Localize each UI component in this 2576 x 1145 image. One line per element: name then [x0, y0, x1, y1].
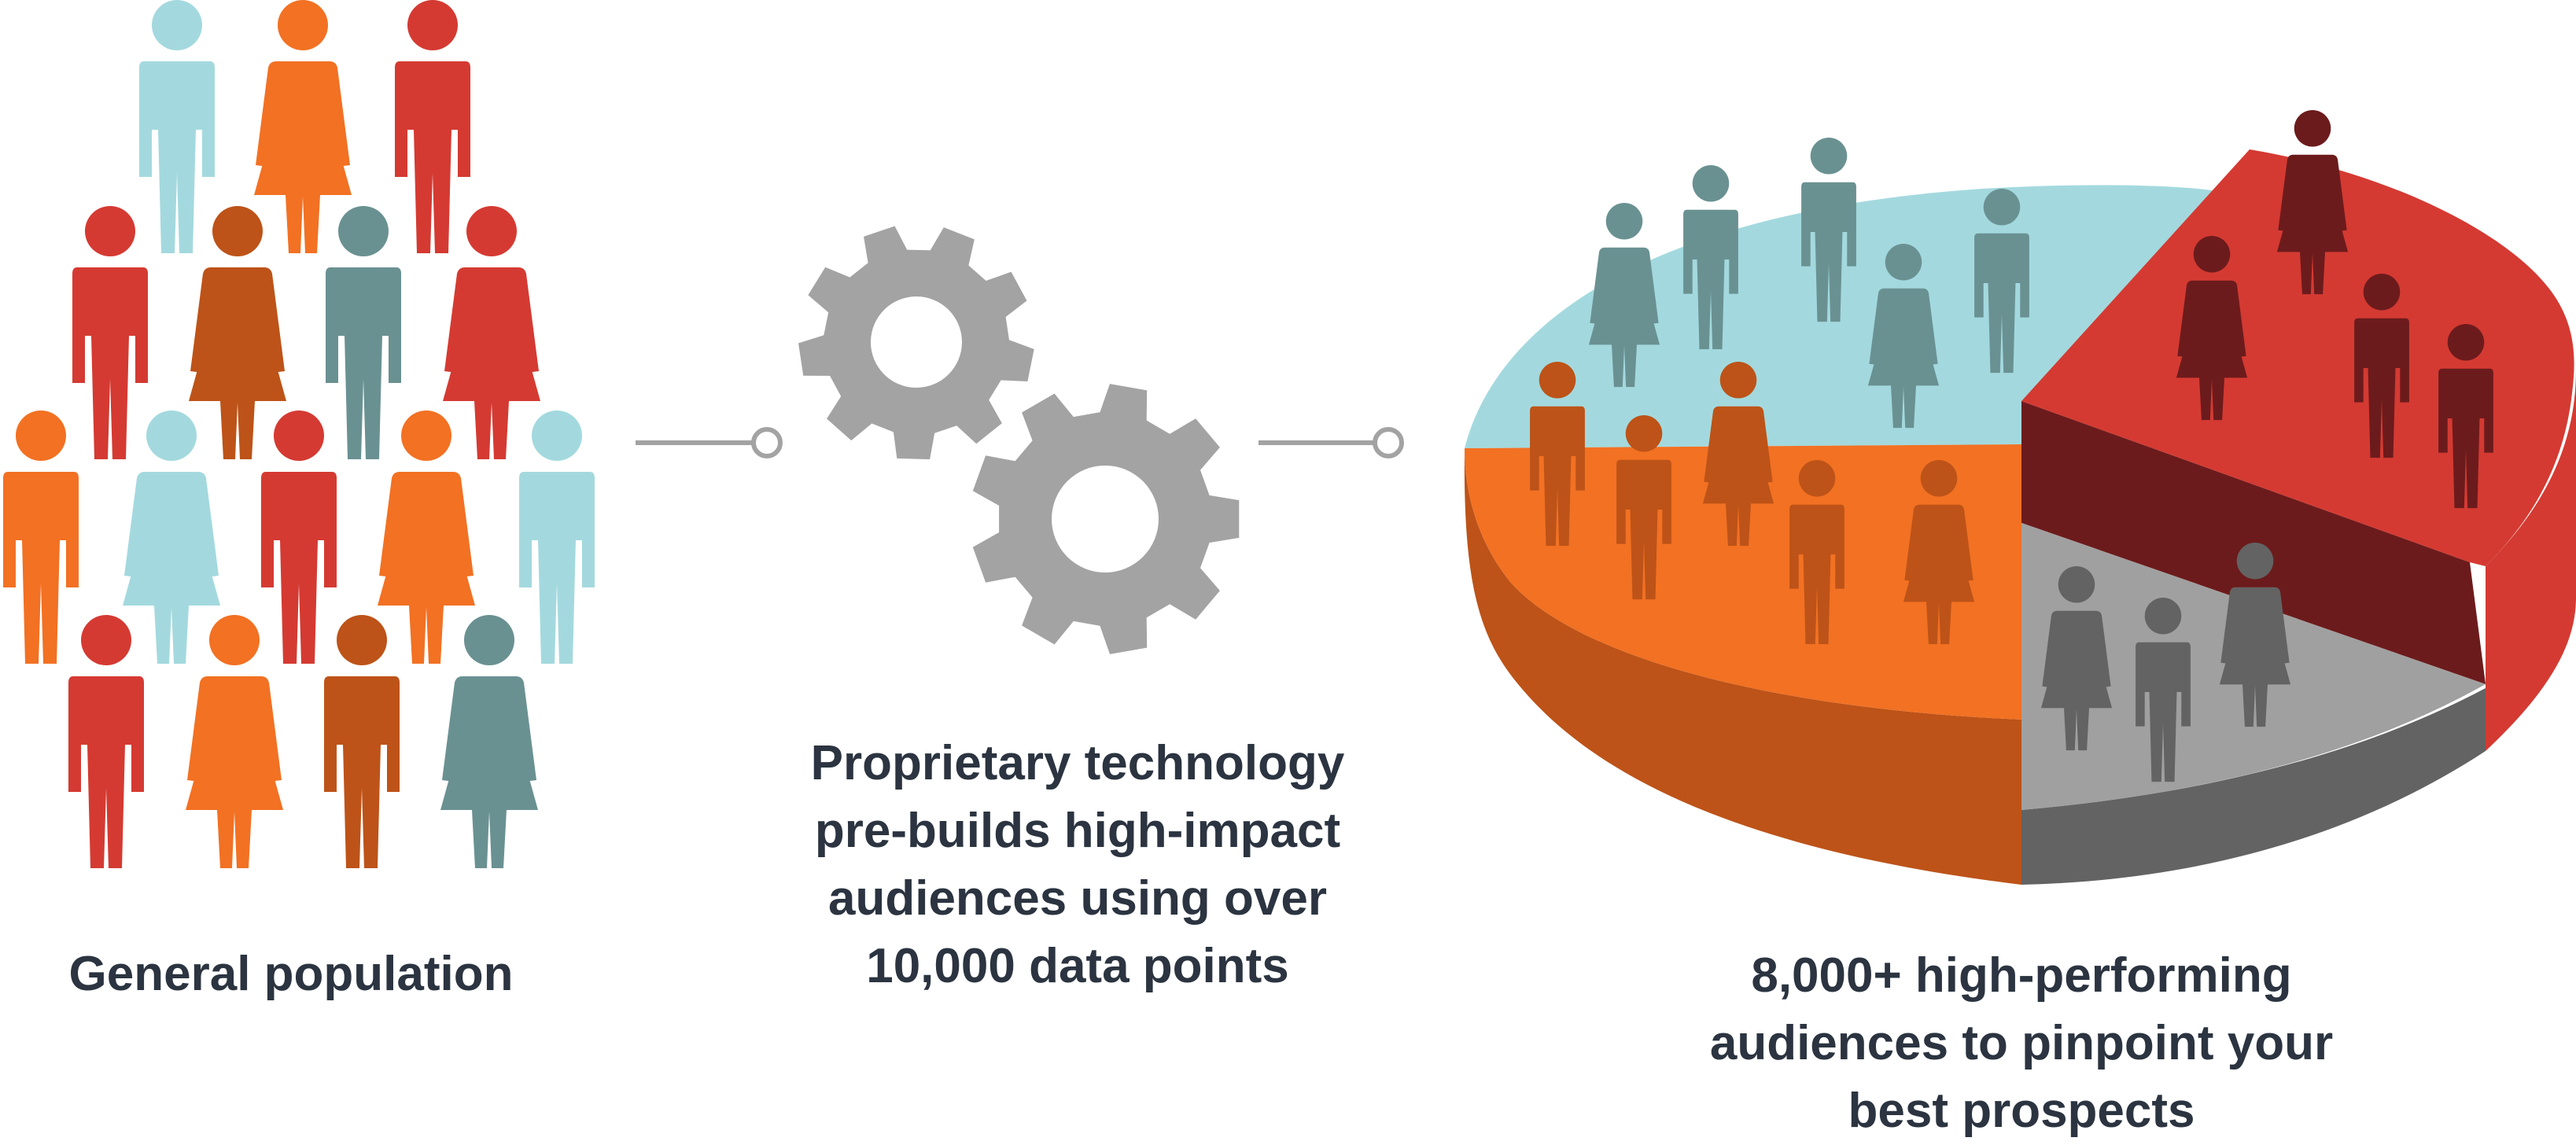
connector-right: [1259, 427, 1404, 458]
person-icon: [68, 615, 144, 868]
gear-icon: [972, 384, 1240, 654]
person-female-icon: [123, 411, 220, 664]
person-female-icon: [189, 206, 286, 459]
person-icon: [261, 411, 337, 664]
caption-line: audiences using over: [828, 871, 1327, 926]
caption-line: pre-builds high-impact: [814, 804, 1341, 858]
pie-side-orange: [1464, 448, 2021, 885]
connector-left: [636, 427, 783, 458]
caption-line: 8,000+ high-performing: [1751, 948, 2292, 1003]
person-female-icon: [186, 615, 283, 868]
person-female-icon: [254, 0, 352, 253]
pie-inner-wall: [2021, 401, 2486, 684]
gears-icon: [798, 226, 1240, 654]
segmented-pie-icon: [1464, 110, 2576, 885]
person-icon: [72, 206, 148, 459]
person-female-icon: [443, 206, 540, 459]
pie-top-orange: [1465, 444, 2021, 720]
person-icon: [326, 206, 401, 459]
caption-line: Proprietary technology: [810, 736, 1345, 790]
person-icon: [139, 0, 215, 253]
caption-proprietary-technology: Proprietary technology pre-builds high-i…: [708, 730, 1447, 1000]
pie-top-light-blue: [1465, 185, 2226, 448]
person-icon: [3, 411, 79, 664]
person-female-icon: [440, 615, 538, 868]
person-icon: [519, 411, 595, 664]
pie-top-red: [2021, 149, 2574, 566]
person-icon: [324, 615, 400, 868]
gear-icon: [798, 226, 1034, 460]
person-icon: [395, 0, 470, 253]
pie-side-red: [2486, 370, 2576, 751]
person-female-icon: [378, 411, 475, 664]
caption-line: audiences to pinpoint your: [1709, 1016, 2334, 1070]
caption-line: best prospects: [1848, 1084, 2195, 1138]
caption-line: 10,000 data points: [866, 939, 1289, 993]
caption-high-performing-audiences: 8,000+ high-performing audiences to pinp…: [1612, 942, 2430, 1145]
caption-general-population: General population: [16, 941, 566, 1008]
caption-line: General population: [68, 947, 514, 1001]
people-crowd-icon: [3, 0, 595, 868]
pie-side-gray: [2021, 688, 2486, 885]
